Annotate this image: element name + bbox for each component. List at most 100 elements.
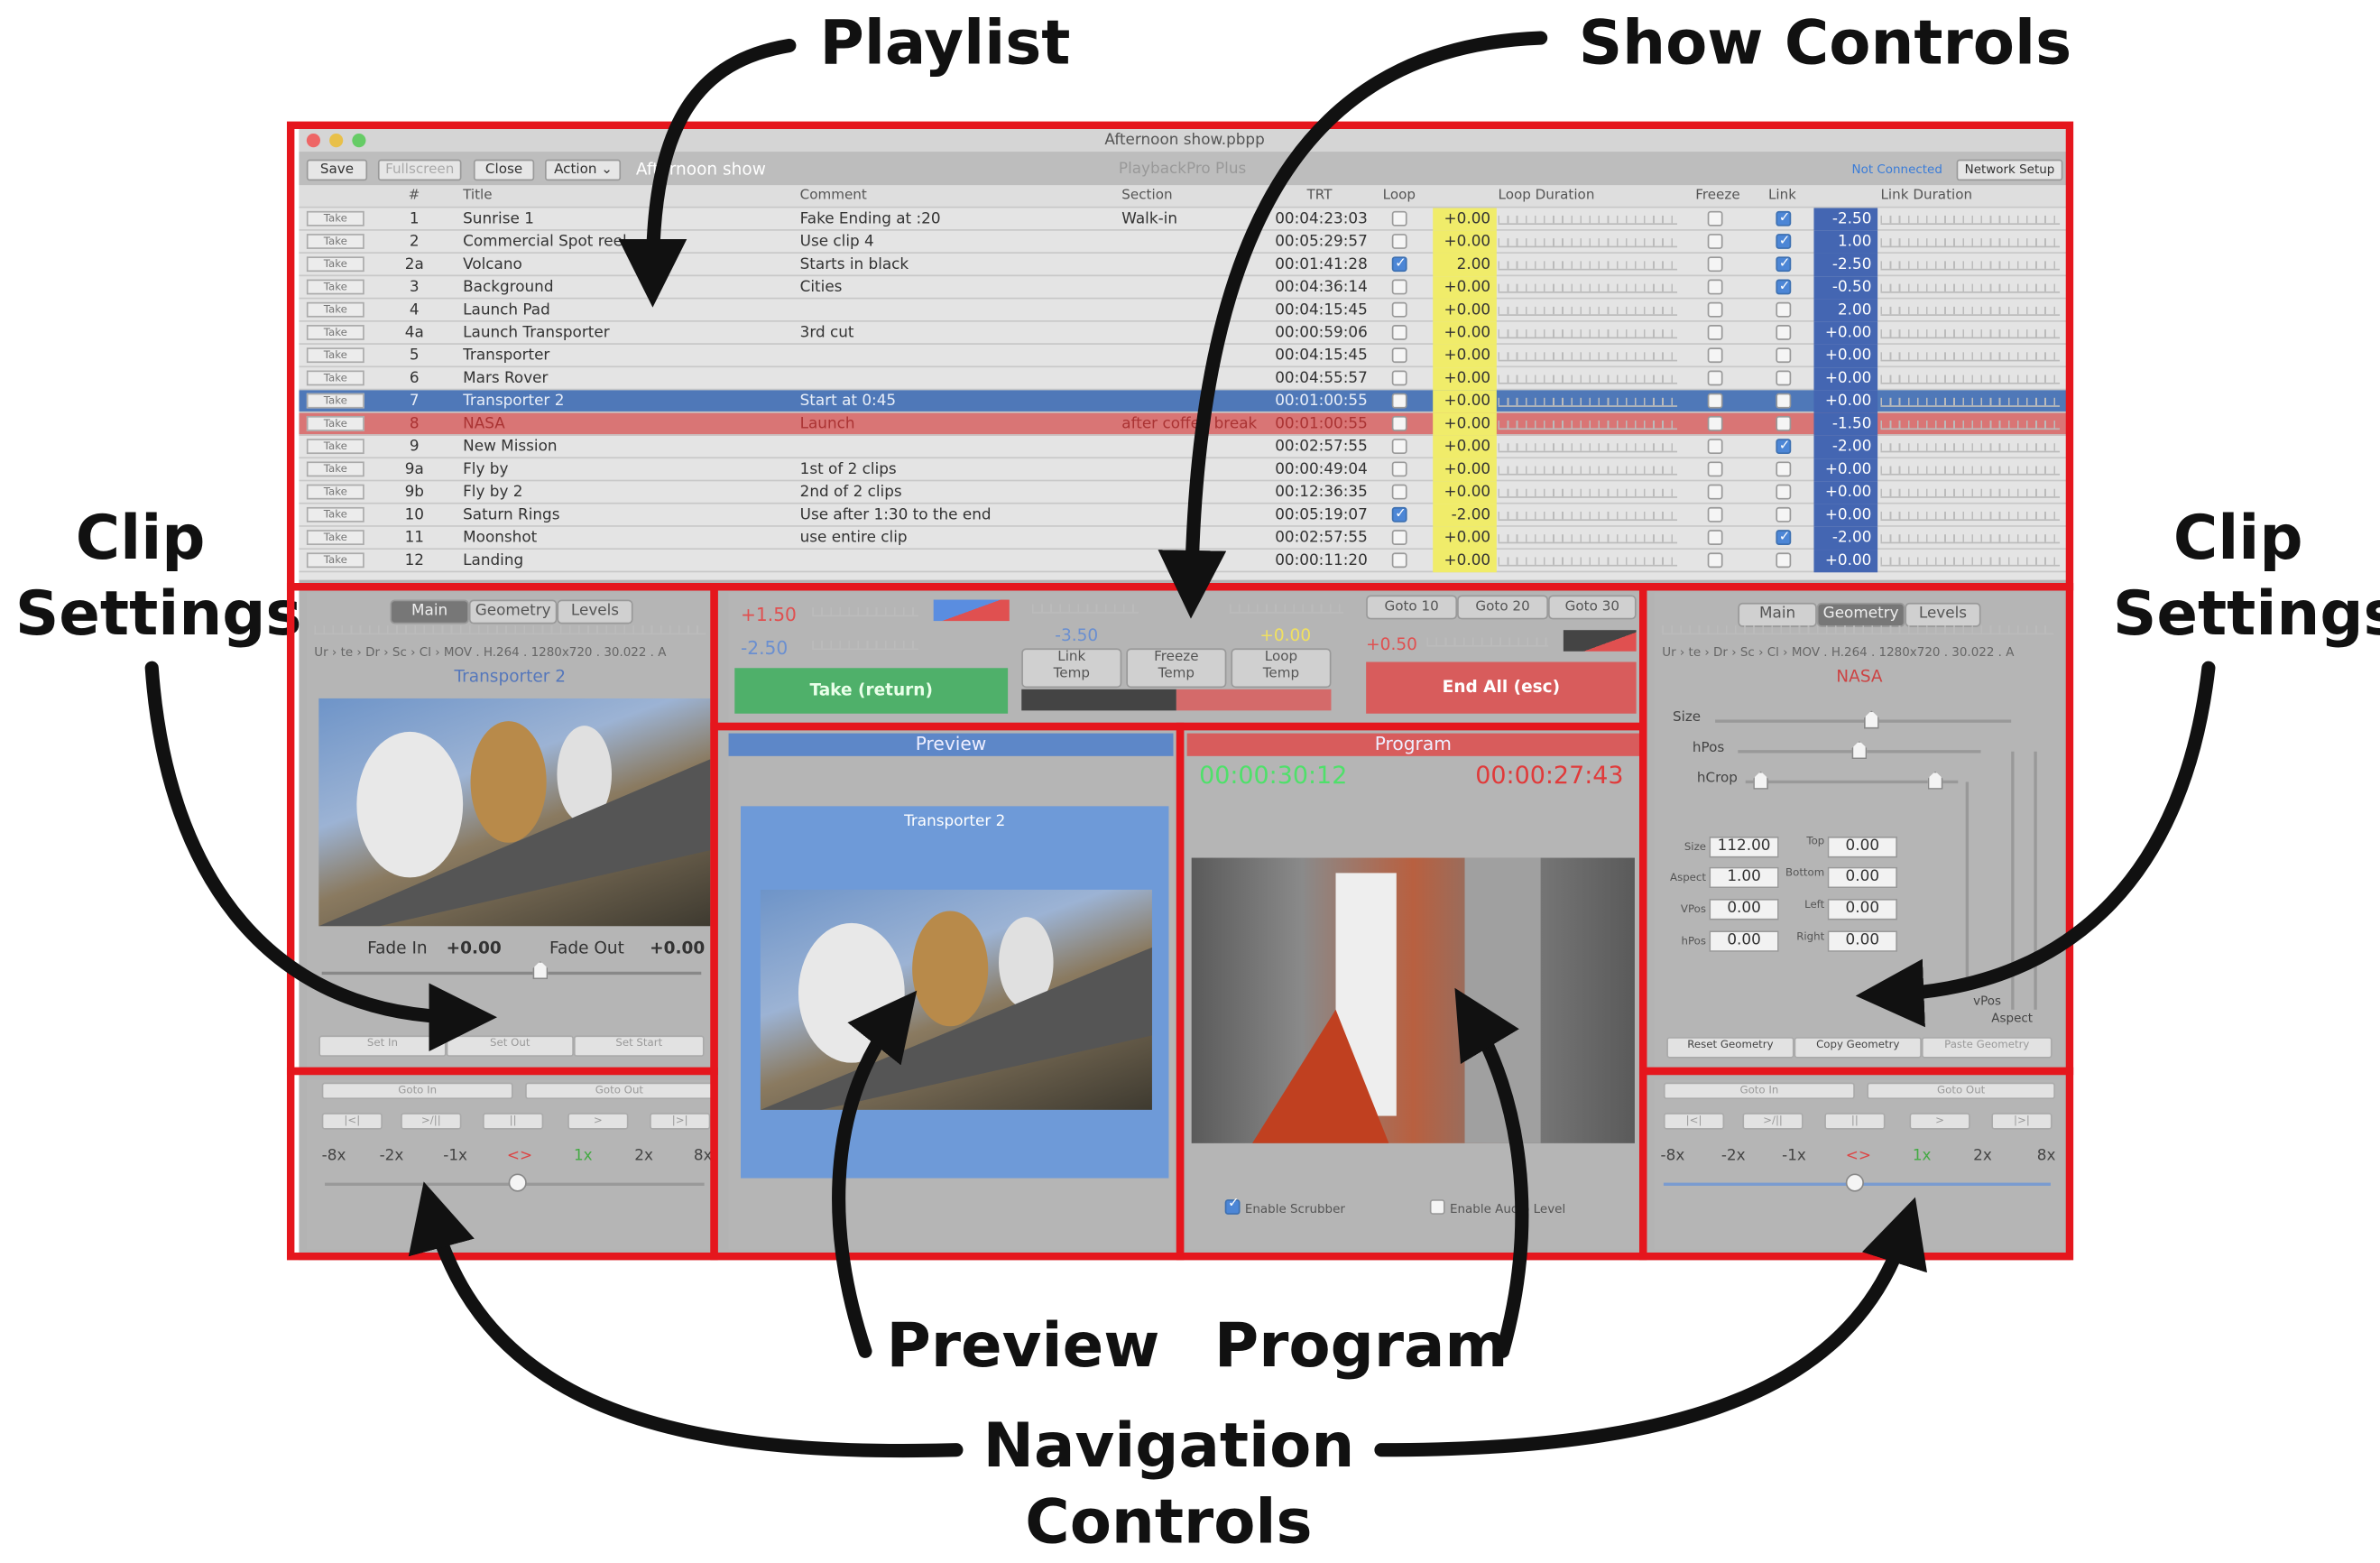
bottom-field[interactable]: 0.00 [1827, 866, 1897, 889]
goto-out-button[interactable]: Goto Out [525, 1082, 714, 1100]
link-duration-slider[interactable] [1880, 375, 2061, 384]
loop-duration-value[interactable]: +0.00 [1433, 481, 1497, 504]
link-checkbox[interactable] [1776, 370, 1792, 386]
reset-geometry-button[interactable]: Reset Geometry [1666, 1037, 1794, 1059]
take-button[interactable]: Take (return) [734, 668, 1009, 714]
link-checkbox[interactable] [1776, 208, 1792, 231]
link-duration-value[interactable]: +0.00 [1813, 321, 1878, 345]
fade-slider-thumb[interactable] [532, 960, 549, 980]
cell-title[interactable]: Mars Rover [463, 370, 549, 388]
pause-button[interactable]: || [483, 1113, 544, 1130]
tab-geometry[interactable]: Geometry [1816, 602, 1905, 627]
link-duration-slider[interactable] [1880, 534, 2061, 544]
freeze-checkbox[interactable] [1707, 234, 1723, 249]
link-checkbox[interactable] [1776, 527, 1792, 550]
link-checkbox[interactable] [1776, 231, 1792, 254]
freeze-checkbox[interactable] [1707, 325, 1723, 340]
take-button[interactable]: Take [306, 210, 364, 227]
loop-checkbox[interactable] [1391, 279, 1407, 295]
cell-title[interactable]: Volcano [463, 256, 522, 273]
speed-label[interactable]: -2x [1720, 1147, 1746, 1165]
vcrop-slider[interactable] [1965, 782, 1969, 980]
freeze-checkbox[interactable] [1707, 506, 1723, 523]
link-duration-value[interactable]: +0.00 [1813, 504, 1878, 527]
play-button[interactable]: > [567, 1113, 629, 1130]
link-duration-slider[interactable] [1880, 557, 2061, 567]
speed-label[interactable]: 1x [1912, 1147, 1932, 1165]
goto-20-button[interactable]: Goto 20 [1457, 595, 1549, 620]
link-duration-slider[interactable] [1880, 352, 2061, 362]
speed-slider-thumb[interactable] [508, 1173, 527, 1192]
aspect-slider[interactable] [2034, 751, 2037, 1010]
cell-title[interactable]: Background [463, 279, 554, 297]
loop-duration-value[interactable]: +0.00 [1433, 390, 1497, 413]
loop-duration-value[interactable]: +0.00 [1433, 344, 1497, 368]
loop-duration-slider[interactable] [1498, 397, 1678, 407]
cell-comment[interactable]: 1st of 2 clips [799, 461, 897, 478]
goto-in-button[interactable]: Goto In [321, 1082, 513, 1100]
set-start-button[interactable]: Set Start [573, 1035, 705, 1057]
tab-levels[interactable]: Levels [557, 599, 633, 624]
link-duration-slider[interactable] [1880, 306, 2061, 316]
loop-duration-slider[interactable] [1498, 261, 1678, 271]
play-pause-button[interactable]: >/|| [1742, 1113, 1803, 1130]
loop-checkbox[interactable] [1391, 393, 1407, 409]
link-duration-value[interactable]: -1.50 [1813, 412, 1878, 436]
link-duration-value[interactable]: +0.00 [1813, 390, 1878, 413]
top-field[interactable]: 0.00 [1827, 837, 1897, 858]
loop-duration-slider[interactable] [1498, 306, 1678, 316]
cell-comment[interactable]: Fake Ending at :20 [799, 210, 941, 228]
end-all-button[interactable]: End All (esc) [1366, 661, 1637, 714]
cell-title[interactable]: Fly by [463, 461, 509, 478]
cell-title[interactable]: Saturn Rings [463, 506, 560, 524]
freeze-checkbox[interactable] [1707, 393, 1723, 409]
left-field[interactable]: 0.00 [1827, 898, 1897, 920]
aspect-field[interactable]: 1.00 [1709, 866, 1779, 889]
copy-geometry-button[interactable]: Copy Geometry [1794, 1037, 1922, 1059]
take-button[interactable]: Take [306, 279, 364, 295]
table-row[interactable]: Take3BackgroundCities00:04:36:14+0.00-0.… [299, 276, 2071, 300]
size-field[interactable]: 112.00 [1709, 837, 1779, 858]
loop-checkbox[interactable] [1391, 439, 1407, 455]
freeze-checkbox[interactable] [1707, 370, 1723, 386]
loop-duration-slider[interactable] [1498, 443, 1678, 453]
loop-checkbox[interactable] [1391, 234, 1407, 249]
take-button[interactable]: Take [306, 552, 364, 569]
loop-checkbox[interactable] [1391, 210, 1407, 227]
loop-duration-slider[interactable] [1498, 534, 1678, 544]
loop-duration-value[interactable]: 2.00 [1433, 253, 1497, 277]
loop-duration-slider[interactable] [1498, 511, 1678, 522]
link-checkbox[interactable] [1776, 436, 1792, 458]
loop-duration-slider[interactable] [1498, 352, 1678, 362]
take-button[interactable]: Take [306, 301, 364, 318]
scrubber-checkbox[interactable] [1224, 1197, 1241, 1215]
paste-geometry-button[interactable]: Paste Geometry [1921, 1037, 2053, 1059]
freeze-checkbox[interactable] [1707, 552, 1723, 569]
freeze-checkbox[interactable] [1707, 210, 1723, 227]
temp-slider-b[interactable] [1229, 604, 1343, 614]
link-duration-value[interactable]: -2.00 [1813, 435, 1878, 459]
link-checkbox[interactable] [1776, 484, 1792, 500]
close-button[interactable]: Close [473, 159, 535, 181]
jump-start-button[interactable]: |<| [321, 1113, 383, 1130]
freeze-checkbox[interactable] [1707, 301, 1723, 318]
cell-title[interactable]: Sunrise 1 [463, 210, 534, 228]
cell-comment[interactable]: Use clip 4 [799, 234, 874, 251]
cell-comment[interactable]: Start at 0:45 [799, 393, 897, 411]
network-setup-button[interactable]: Network Setup [1956, 159, 2063, 181]
take-button[interactable]: Take [306, 234, 364, 249]
link-duration-value[interactable]: +0.00 [1813, 344, 1878, 368]
right-field[interactable]: 0.00 [1827, 930, 1897, 952]
speed-label[interactable]: -8x [1660, 1147, 1685, 1165]
take-button[interactable]: Take [306, 415, 364, 431]
jump-start-button[interactable]: |<| [1663, 1113, 1725, 1130]
freeze-checkbox[interactable] [1707, 461, 1723, 477]
loop-temp-button[interactable]: Loop Temp [1231, 648, 1332, 689]
link-duration-slider[interactable] [1880, 443, 2061, 453]
